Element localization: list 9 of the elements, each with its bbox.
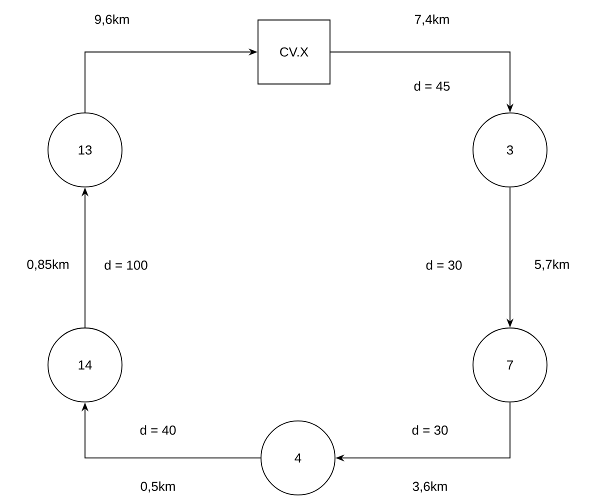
edge-label: 9,6km (93, 13, 131, 27)
edge-label: 0,85km (26, 258, 70, 272)
station-box: CV.X (258, 20, 330, 84)
edge-label: 5,7km (533, 258, 571, 272)
edge-label: 7,4km (413, 13, 451, 27)
demand-label: d = 100 (104, 260, 148, 270)
demand-label: d = 30 (426, 260, 462, 270)
edge-label: 3,6km (411, 480, 449, 494)
edge-label: 0,5km (139, 480, 177, 494)
